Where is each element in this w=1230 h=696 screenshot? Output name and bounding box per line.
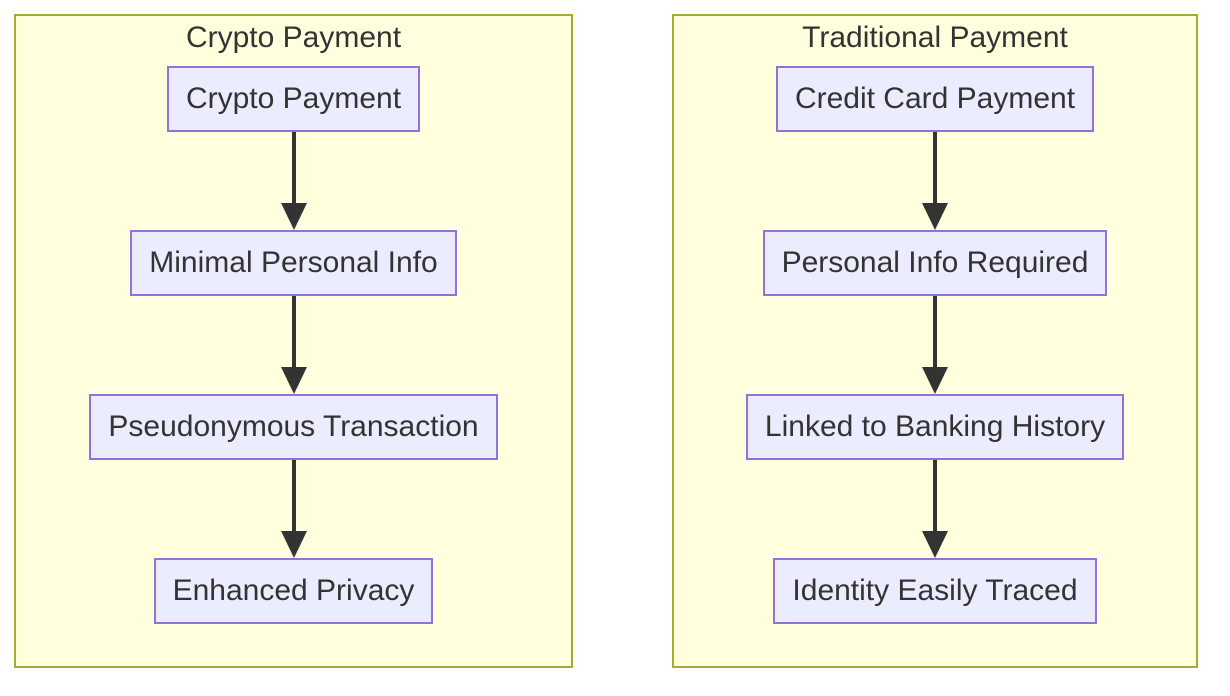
arrow-down-icon: [280, 132, 307, 230]
arrow-down-icon: [922, 132, 948, 230]
flow-node-minimal-personal-info: Minimal Personal Info: [130, 230, 457, 296]
arrow-down-icon: [280, 296, 307, 394]
arrow-down-icon: [280, 460, 307, 558]
arrow-down-icon: [922, 296, 948, 394]
flow-node-crypto-payment: Crypto Payment: [166, 66, 421, 132]
subgraph-traditional-payment: Traditional Payment Credit Card Payment …: [672, 14, 1198, 668]
subgraph-title: Traditional Payment: [802, 21, 1068, 54]
arrow-down-icon: [922, 460, 948, 558]
flow-node-personal-info-required: Personal Info Required: [762, 230, 1108, 296]
flow-node-enhanced-privacy: Enhanced Privacy: [153, 558, 434, 624]
subgraph-title: Crypto Payment: [185, 21, 402, 54]
subgraph-crypto-payment: Crypto Payment Crypto Payment Minimal Pe…: [14, 14, 573, 668]
flow-node-identity-easily-traced: Identity Easily Traced: [773, 558, 1097, 624]
flow-node-linked-to-banking-history: Linked to Banking History: [745, 394, 1125, 460]
flow-node-credit-card-payment: Credit Card Payment: [775, 66, 1095, 132]
flow-node-pseudonymous-transaction: Pseudonymous Transaction: [89, 394, 498, 460]
